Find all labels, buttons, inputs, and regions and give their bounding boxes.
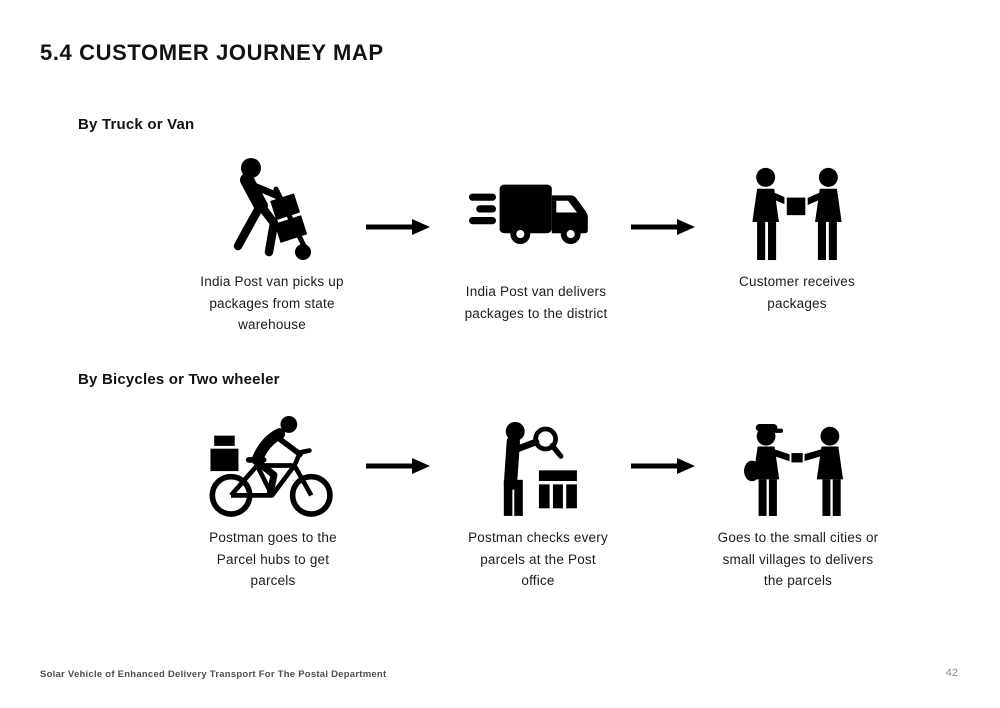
- page-title: 5.4 CUSTOMER JOURNEY MAP: [40, 40, 384, 65]
- section-title-truck-van: By Truck or Van: [78, 116, 195, 133]
- flow-arrow-icon: [366, 219, 430, 235]
- journey-step-deliver-district: India Post van delivers packages to the …: [421, 146, 651, 324]
- flow-arrow-icon: [631, 458, 695, 474]
- journey-step-pickup: India Post van picks up packages from st…: [157, 146, 387, 336]
- journey-step-check-parcels: Postman checks every parcels at the Post…: [423, 402, 653, 592]
- journey-step-customer-receives: Customer receives packages: [682, 146, 912, 314]
- step-caption: Postman goes to the Parcel hubs to get p…: [209, 530, 337, 588]
- flow-arrow-icon: [631, 219, 695, 235]
- step-caption: Postman checks every parcels at the Post…: [468, 530, 608, 588]
- step-caption: Goes to the small cities or small villag…: [717, 530, 879, 588]
- flow-arrow-icon: [366, 458, 430, 474]
- parcel-handover-icon: [737, 402, 859, 518]
- customer-receiving-package-icon: [740, 146, 854, 262]
- delivery-van-icon: [468, 146, 604, 272]
- postman-bicycle-icon: [203, 402, 343, 518]
- parcel-inspection-icon: [482, 402, 594, 518]
- step-caption: India Post van delivers packages to the …: [464, 284, 608, 321]
- step-caption: Customer receives packages: [739, 274, 855, 311]
- step-caption: India Post van picks up packages from st…: [200, 274, 344, 332]
- section-title-bicycle-two-wheeler: By Bicycles or Two wheeler: [78, 371, 280, 388]
- page-number: 42: [945, 667, 958, 679]
- journey-step-postman-bicycle: Postman goes to the Parcel hubs to get p…: [158, 402, 388, 592]
- journey-step-village-delivery: Goes to the small cities or small villag…: [683, 402, 913, 592]
- porter-handtruck-icon: [216, 146, 328, 262]
- footer-document-title: Solar Vehicle of Enhanced Delivery Trans…: [40, 669, 387, 680]
